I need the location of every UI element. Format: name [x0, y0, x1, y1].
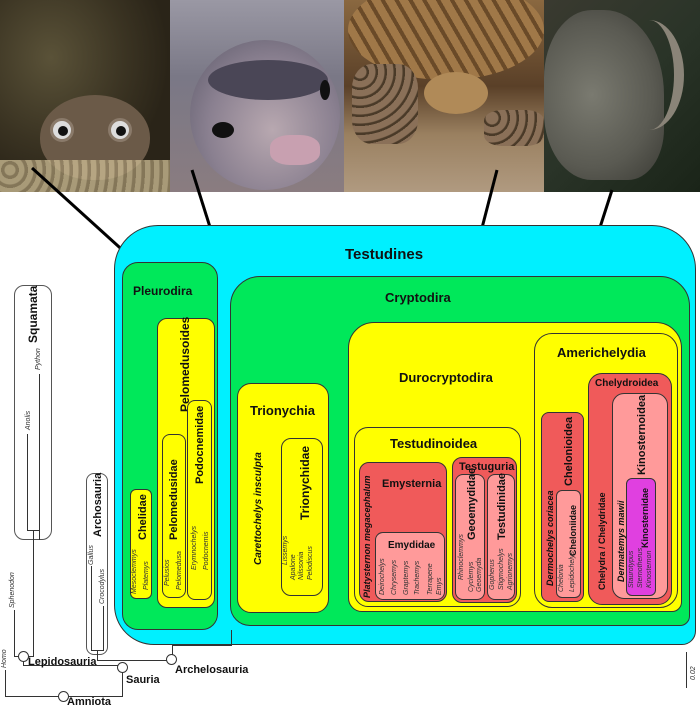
clade-podocnemidae [187, 400, 212, 600]
taxon-mesoclemmys: Mesoclemmys [131, 549, 138, 594]
label-pelomedusoides: Pelomedusoides [178, 316, 192, 412]
label-chelonioidea: Chelonioidea [563, 416, 575, 486]
node-sauria [117, 662, 128, 673]
label-emysternia: Emysternia [382, 478, 442, 490]
taxon-podocnemis: Podocnemis [203, 531, 210, 570]
taxon-pelomedusa: Pelomedusa [176, 551, 183, 590]
label-squamata: Squamata [26, 285, 40, 343]
taxon-homo: Homo [1, 649, 8, 668]
tortoise-photo [344, 0, 544, 192]
side-necked-turtle-photo [0, 0, 170, 192]
taxon-rhinoclemmys: Rhinoclemmys [458, 534, 465, 580]
node-lepidosauria [18, 651, 29, 662]
clade-kinosternidae [626, 478, 656, 596]
node-amniota [58, 691, 69, 702]
label-emydidae: Emydidae [388, 540, 436, 551]
taxon-carettochelys-insculpta: Carettochelys insculpta [253, 452, 264, 565]
taxon-stigmochelys: Stigmochelys [498, 548, 505, 590]
taxon-staurotypus: Staurotypus [628, 550, 635, 588]
taxon-crocodylus: Crocodylus [99, 568, 106, 604]
clade-squamata [14, 285, 52, 540]
clade-chelidae [130, 489, 152, 599]
label-archosauria: Archosauria [92, 472, 104, 537]
taxon-nilssonia: Nilssonia [298, 551, 305, 580]
taxon-agrionemys: Agrionemys [507, 553, 514, 590]
clade-emydidae [375, 532, 445, 600]
scale-bar [686, 652, 687, 688]
taxon-terrapene: Terrapene [427, 563, 434, 595]
label-pelomedusidae: Pelomedusidae [168, 459, 180, 540]
clade-trionychidae [281, 438, 323, 596]
taxon-pelodiscus: Pelodiscus [307, 546, 314, 580]
turtle-eye-right [320, 80, 330, 100]
label-kinosternoidea: Kinosternoidea [636, 394, 648, 475]
gravel [0, 160, 170, 192]
label-testudinidae: Testudinidae [496, 472, 508, 540]
taxon-apalone: Apalone [290, 554, 297, 580]
label-chelydroidea: Chelydroidea [595, 378, 659, 389]
taxon-geoemyda: Geoemyda [476, 557, 483, 592]
pig-nosed-turtle-photo [170, 0, 344, 192]
pig-snout [270, 135, 320, 165]
label-amniota: Amniota [67, 696, 111, 708]
label-cryptodira: Cryptodira [385, 290, 451, 305]
taxon-gallus: Gallus [88, 545, 95, 565]
label-cheloniidae: Cheloniidae [568, 504, 578, 556]
taxon-graptemys: Graptemys [403, 560, 410, 595]
label-sauria: Sauria [126, 674, 160, 686]
clade-geoemydidae [455, 474, 485, 600]
taxon-chrysemys: Chrysemys [391, 559, 398, 595]
taxon-lepidochelys: Lepidochelys [569, 551, 576, 592]
taxon-kinosternon: Kinosternon [646, 550, 653, 588]
taxon-platysternon-megacephalum: Platysternon megacephalum [362, 475, 372, 598]
turtle-eye-left [212, 122, 234, 138]
scale-bar-label: 0.02 [690, 666, 697, 680]
taxon-lissemys: Lissemys [282, 535, 289, 565]
snapping-turtle-photo [544, 0, 700, 192]
tortoise-head [424, 72, 488, 114]
label-testuguria: Testuguria [459, 461, 515, 473]
label-lepidosauria: Lepidosauria [28, 656, 97, 668]
taxon-pelusios: Pelusios [164, 559, 171, 586]
label-chelydra-chelydridae: Chelydra / Chelydridae [597, 492, 607, 590]
taxon-cyclemys: Cyclemys [468, 561, 475, 592]
clade-cheloniidae [556, 490, 581, 598]
taxon-erymnochelys: Erymnochelys [191, 526, 198, 570]
taxon-python: Python [35, 348, 42, 370]
label-geoemydidae: Geoemydidae [466, 467, 478, 540]
taxon-platemys: Platemys [143, 561, 150, 590]
label-podocnemidae: Podocnemidae [194, 405, 206, 484]
label-testudinoidea: Testudinoidea [390, 436, 478, 451]
tortoise-leg [352, 64, 418, 144]
taxon-trachemys: Trachemys [414, 560, 421, 595]
taxon-deirochelys: Deirochelys [379, 558, 386, 595]
taxon-gopherus: Gopherus [489, 559, 496, 590]
label-chelidae: Chelidae [137, 494, 149, 540]
taxon-dermochelys-coriacea: Dermochelys coriacea [545, 490, 555, 586]
clade-testudinidae [487, 474, 515, 600]
label-archelosauria: Archelosauria [175, 664, 249, 676]
node-archelosauria [166, 654, 177, 665]
taxon-anolis: Anolis [25, 410, 32, 430]
label-trionychidae: Trionychidae [298, 445, 312, 520]
label-americhelydia: Americhelydia [557, 345, 646, 360]
taxon-sternotherus: Sternotherus [637, 547, 644, 588]
label-durocryptodira: Durocryptodira [399, 370, 493, 385]
taxon-sphenodon: Sphenodon [9, 572, 16, 608]
taxon-emys: Emys [436, 577, 443, 596]
snapping-turtle-jaw [614, 20, 684, 130]
label-pleurodira: Pleurodira [133, 284, 193, 298]
label-testudines: Testudines [345, 246, 424, 263]
label-trionychia: Trionychia [250, 403, 316, 418]
clade-pelomedusidae [162, 434, 186, 598]
taxon-chelonia: Chelonia [558, 564, 565, 592]
taxon-dermatemys-mawii: Dermatemys mawii [616, 500, 626, 582]
label-kinosternidae: Kinosternidae [640, 487, 650, 548]
